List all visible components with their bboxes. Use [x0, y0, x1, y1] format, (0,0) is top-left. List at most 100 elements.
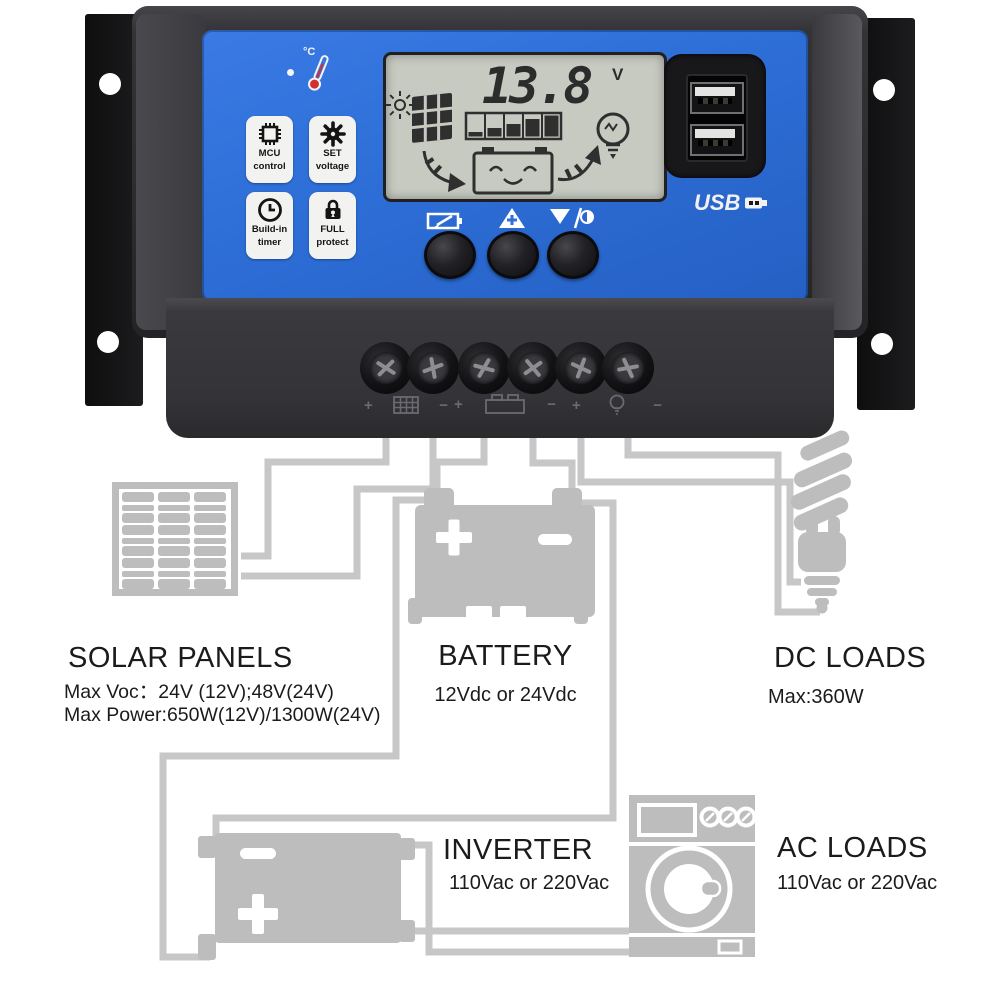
solar-panels-spec1: Max Voc：24V (12V);48V(24V)	[64, 681, 334, 703]
cfl-bulb-icon	[791, 430, 853, 614]
lcd-graphics	[386, 91, 630, 195]
wire-pv-minus	[241, 430, 437, 580]
terminal-screw-load-minus	[602, 342, 654, 394]
minus-sign: −	[653, 396, 662, 414]
mount-hole-top-right	[873, 79, 895, 101]
battery-terminal-icon	[485, 394, 525, 414]
battery-icon	[408, 488, 595, 624]
badge-mcu-control: MCU control	[246, 116, 293, 183]
wire-bat-to-inverter-plus	[159, 496, 430, 961]
load-terminal-icon	[609, 394, 625, 415]
usb-plug-icon	[745, 197, 768, 209]
terminal-label-load: + −	[572, 394, 662, 416]
lcd-voltage-unit: V	[612, 65, 624, 84]
badge-line: FULL	[320, 224, 345, 235]
padlock-icon	[325, 199, 340, 219]
plus-sign: +	[572, 396, 581, 414]
lcd-display: 13.8 V	[383, 52, 667, 202]
wire-bat-to-inverter-minus	[212, 499, 617, 848]
wires	[159, 430, 820, 961]
inverter-label: INVERTER 110Vac or 220Vac	[443, 834, 633, 895]
washing-machine-icon	[629, 795, 757, 957]
inverter-minus-sign	[240, 848, 276, 859]
terminal-label-pv: + −	[364, 396, 448, 414]
battery-minus-sign	[538, 534, 572, 545]
mount-hole-bottom-left	[97, 331, 119, 353]
plus-sign: +	[364, 396, 373, 414]
badge-line: control	[253, 160, 286, 172]
wire-load-plus	[577, 430, 801, 586]
lcd-voltage-value: 13.8	[482, 57, 593, 115]
inverter-title: INVERTER	[443, 834, 594, 866]
wire-load-minus	[624, 430, 820, 616]
plus-sign: +	[454, 395, 463, 413]
usb-socket-top	[690, 82, 744, 114]
battery-spec1: 12Vdc or 24Vdc	[434, 684, 577, 706]
mcu-chip-icon	[258, 123, 281, 145]
case-right-edge	[812, 14, 862, 330]
dc-loads-label: DC LOADS Max:360W	[768, 642, 938, 709]
inverter-icon	[198, 833, 415, 960]
case-left-edge	[136, 14, 206, 330]
usb-logo: USB	[694, 190, 771, 216]
pv-terminal-icon	[393, 396, 419, 414]
terminal-screw-bat-plus	[458, 342, 510, 394]
inverter-spec1: 110Vac or 220Vac	[449, 872, 610, 894]
minus-sign: −	[439, 396, 448, 414]
battery-select-icon	[426, 212, 462, 230]
lcd-bulb-icon	[596, 112, 630, 159]
solar-panels-spec2: Max Power:650W(12V)/1300W(24V)	[64, 704, 381, 726]
clock-icon	[257, 198, 282, 222]
charge-arrow	[422, 150, 466, 192]
wire-inverter-to-ac-1	[404, 841, 632, 956]
battery-gauge	[464, 111, 563, 141]
sun-icon	[386, 91, 414, 119]
terminal-screw-load-plus	[555, 342, 607, 394]
battery-title: BATTERY	[438, 640, 573, 672]
badge-full-protect: FULL protect	[309, 192, 356, 259]
terminal-screw-pv-plus	[360, 342, 412, 394]
terminal-screw-bat-minus	[507, 342, 559, 394]
minus-sign: −	[547, 395, 556, 413]
dc-loads-spec1: Max:360W	[768, 686, 864, 708]
mount-hole-top-left	[99, 73, 121, 95]
usb-tongue	[695, 87, 735, 96]
terminal-label-battery: + −	[454, 394, 556, 414]
mount-hole-bottom-right	[871, 333, 893, 355]
badge-build-in-timer: Build-in timer	[246, 192, 293, 259]
badge-line: voltage	[315, 160, 350, 172]
lcd-battery-smiley	[472, 147, 554, 195]
terminal-screw-pv-minus	[407, 342, 459, 394]
solar-panel-icon	[112, 482, 238, 596]
inverter-plus-sign	[238, 894, 278, 934]
usb-socket-bottom	[690, 124, 744, 156]
badge-line: SET	[323, 148, 342, 159]
button-down	[547, 231, 599, 279]
down-light-icon	[550, 207, 594, 229]
ac-loads-label: AC LOADS 110Vac or 220Vac	[777, 832, 957, 895]
temp-indicator-dot	[287, 69, 294, 76]
usb-tongue	[695, 129, 735, 138]
wire-bat-plus	[433, 430, 488, 500]
badge-line: Build-in	[251, 224, 288, 235]
usb-pins	[698, 98, 732, 104]
wire-bat-minus	[529, 430, 576, 500]
solar-panels-title: SOLAR PANELS	[68, 642, 293, 674]
badge-line: protect	[316, 236, 349, 248]
usb-logo-text: USB	[694, 190, 741, 215]
up-plus-icon	[499, 208, 525, 228]
battery-label: BATTERY 12Vdc or 24Vdc	[413, 640, 598, 707]
temp-label: °C	[303, 46, 316, 58]
battery-plus-sign	[436, 519, 472, 556]
badge-set-voltage: SET voltage	[309, 116, 356, 183]
gear-icon	[319, 121, 346, 147]
ac-loads-spec1: 110Vac or 220Vac	[777, 872, 938, 894]
ac-loads-title: AC LOADS	[777, 832, 928, 864]
dc-loads-title: DC LOADS	[774, 642, 927, 674]
wire-pv-plus	[241, 430, 390, 560]
usb-pins	[698, 140, 732, 146]
badge-line: timer	[257, 236, 282, 248]
thermometer-icon	[308, 55, 329, 91]
